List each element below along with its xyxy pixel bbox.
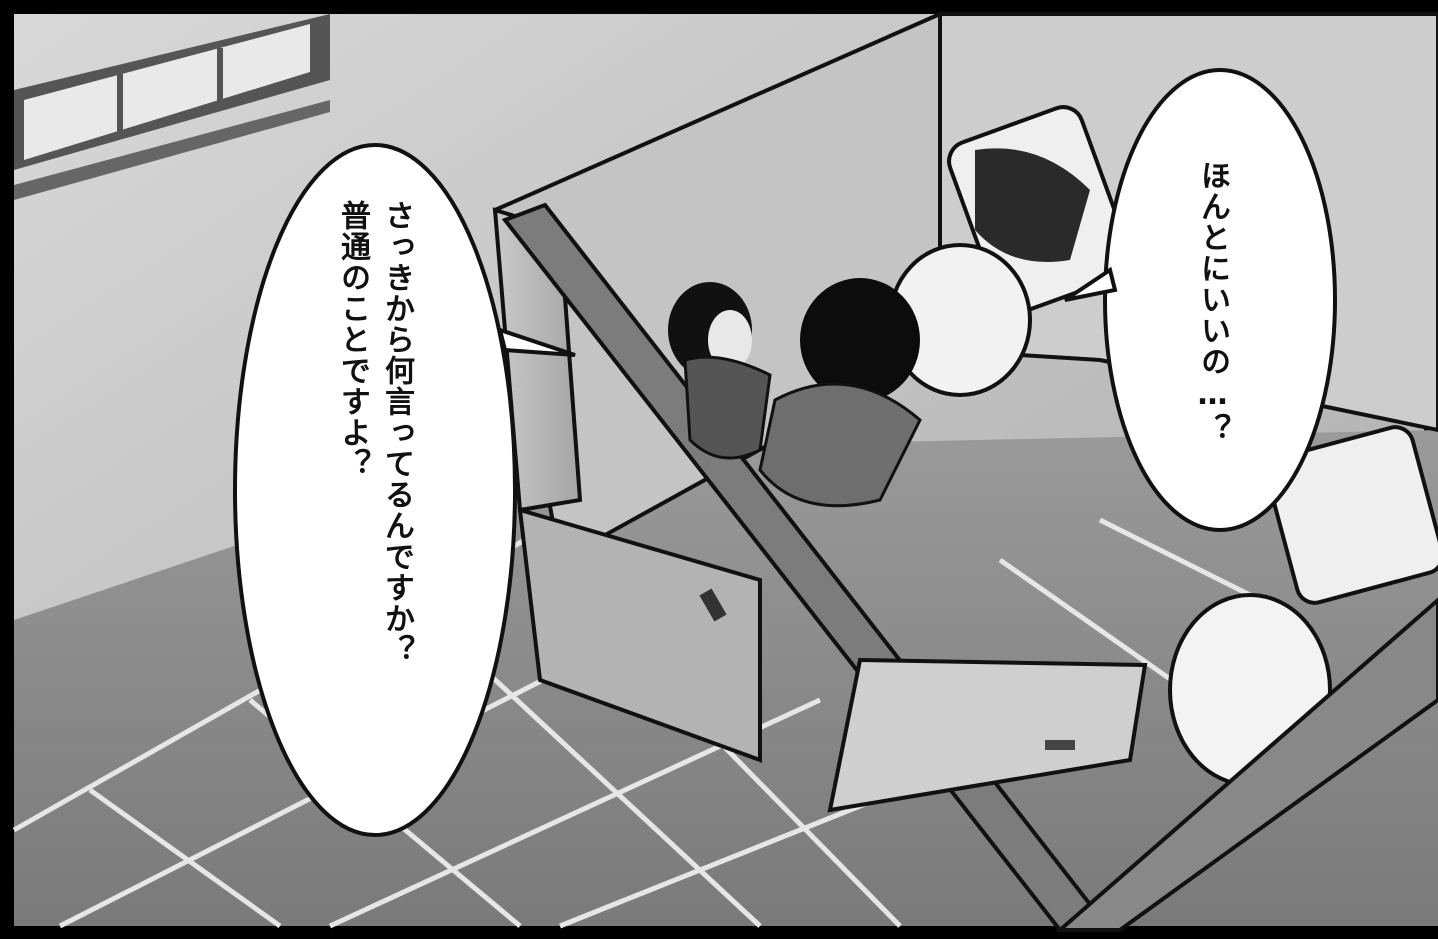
toilet-1 bbox=[888, 105, 1133, 397]
speech-text-left: さっきから何言ってるんですか？ 普通のことですよ？ bbox=[330, 200, 418, 800]
speech-text-right: ほんとにいいの…？ bbox=[1190, 160, 1234, 480]
character-girl bbox=[668, 282, 772, 460]
stall-door bbox=[827, 657, 1148, 813]
speech-line: さっきから何言ってるんですか？ bbox=[379, 200, 414, 665]
speech-line: 普通のことですよ？ bbox=[335, 200, 370, 479]
speech-bubble-left bbox=[233, 143, 576, 837]
speech-bubble-right bbox=[1063, 68, 1337, 532]
door-latch-icon bbox=[1045, 740, 1075, 750]
bag-icon bbox=[975, 148, 1090, 262]
window bbox=[14, 14, 330, 200]
speech-line: ほんとにいいの…？ bbox=[1195, 160, 1230, 444]
character-man bbox=[758, 278, 922, 508]
right-partition bbox=[1054, 597, 1438, 932]
